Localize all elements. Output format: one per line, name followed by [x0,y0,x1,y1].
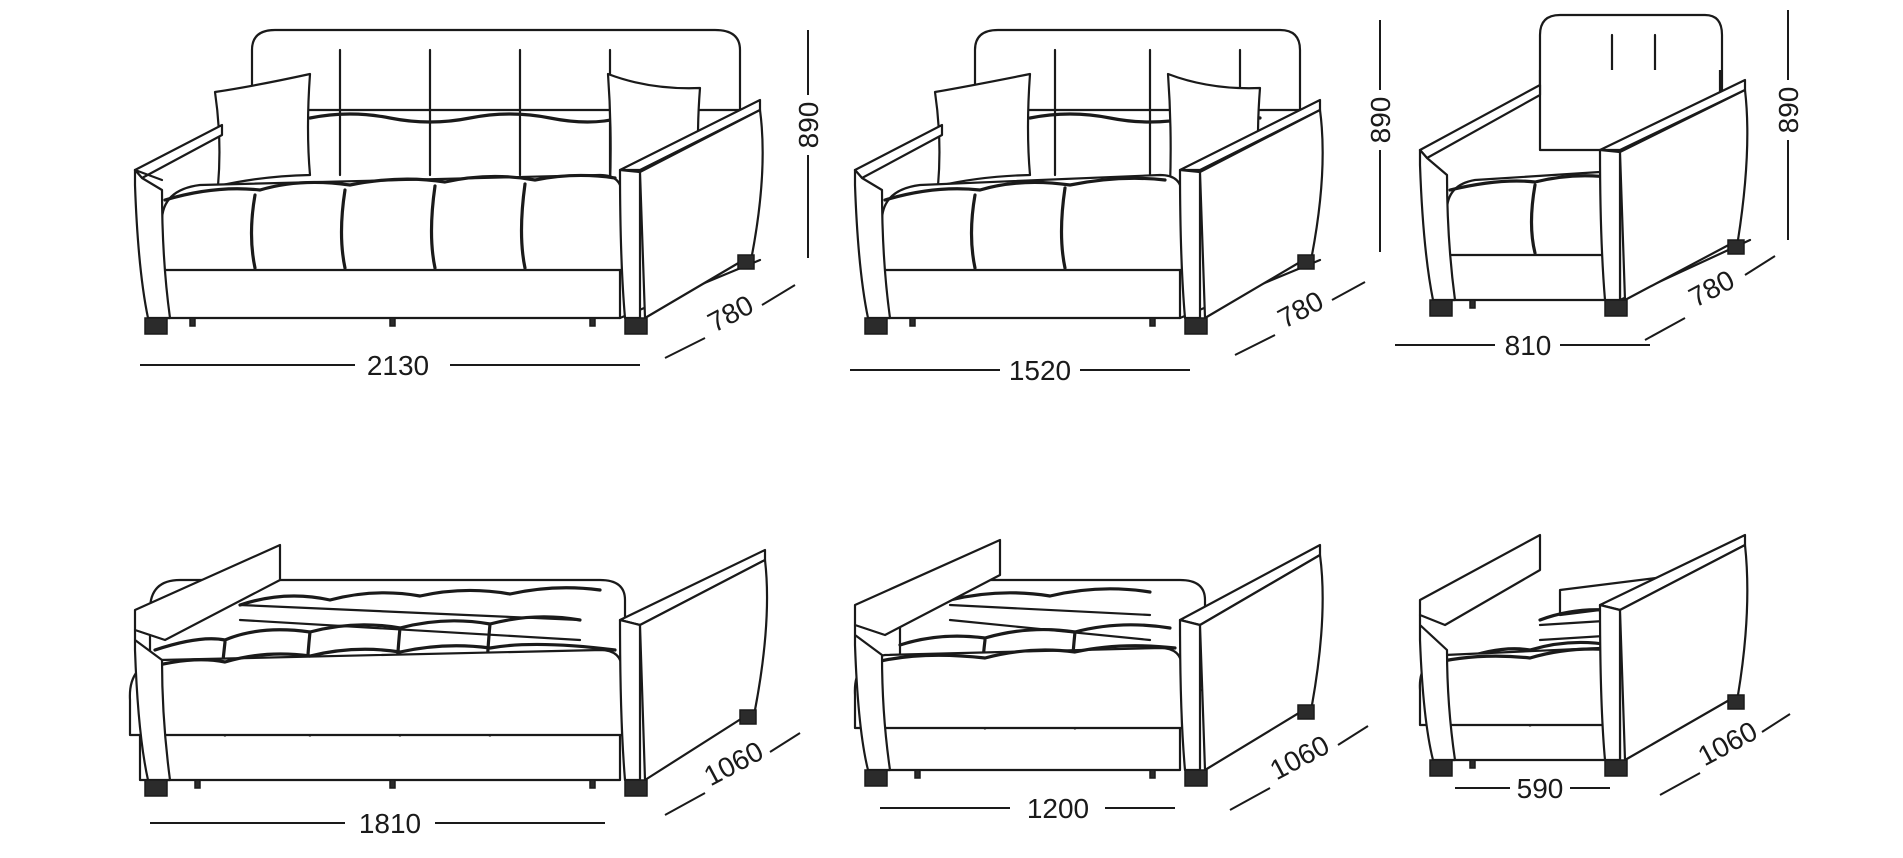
armchair-drawing [1418,13,1752,317]
sofa-3-seat-width-label: 2130 [367,350,429,381]
sofa-3-seat-unfolded-drawing [128,543,769,797]
armchair-height-label: 890 [1773,87,1804,134]
armchair-width-label: 810 [1505,330,1552,361]
sofa-3-seat-unfolded-depth-label: 1060 [699,735,769,792]
dimension-lines [140,10,1791,824]
sofa-3-seat-depth-label: 780 [703,289,759,338]
sofa-2-seat-unfolded-width-label: 1200 [1027,793,1089,824]
sofa-3-seat-drawing [133,28,764,335]
sofa-2-seat-drawing [853,28,1324,335]
sofa-2-seat-width-label: 1520 [1009,355,1071,386]
sofa-3-seat-unfolded-width-label: 1810 [359,808,421,839]
sofa-2-seat-unfolded-drawing [853,538,1324,787]
sofa-3-seat-height-label: 890 [793,102,824,149]
sofa-2-seat-unfolded-depth-label: 1060 [1265,729,1335,786]
armchair-unfolded-drawing [1418,533,1749,777]
armchair-unfolded-width-label: 590 [1517,773,1564,804]
sofa-2-seat-depth-label: 780 [1273,285,1329,334]
armchair-unfolded-depth-label: 1060 [1693,715,1763,772]
sofa-2-seat-height-label: 890 [1365,97,1396,144]
armchair-depth-label: 780 [1684,264,1740,313]
